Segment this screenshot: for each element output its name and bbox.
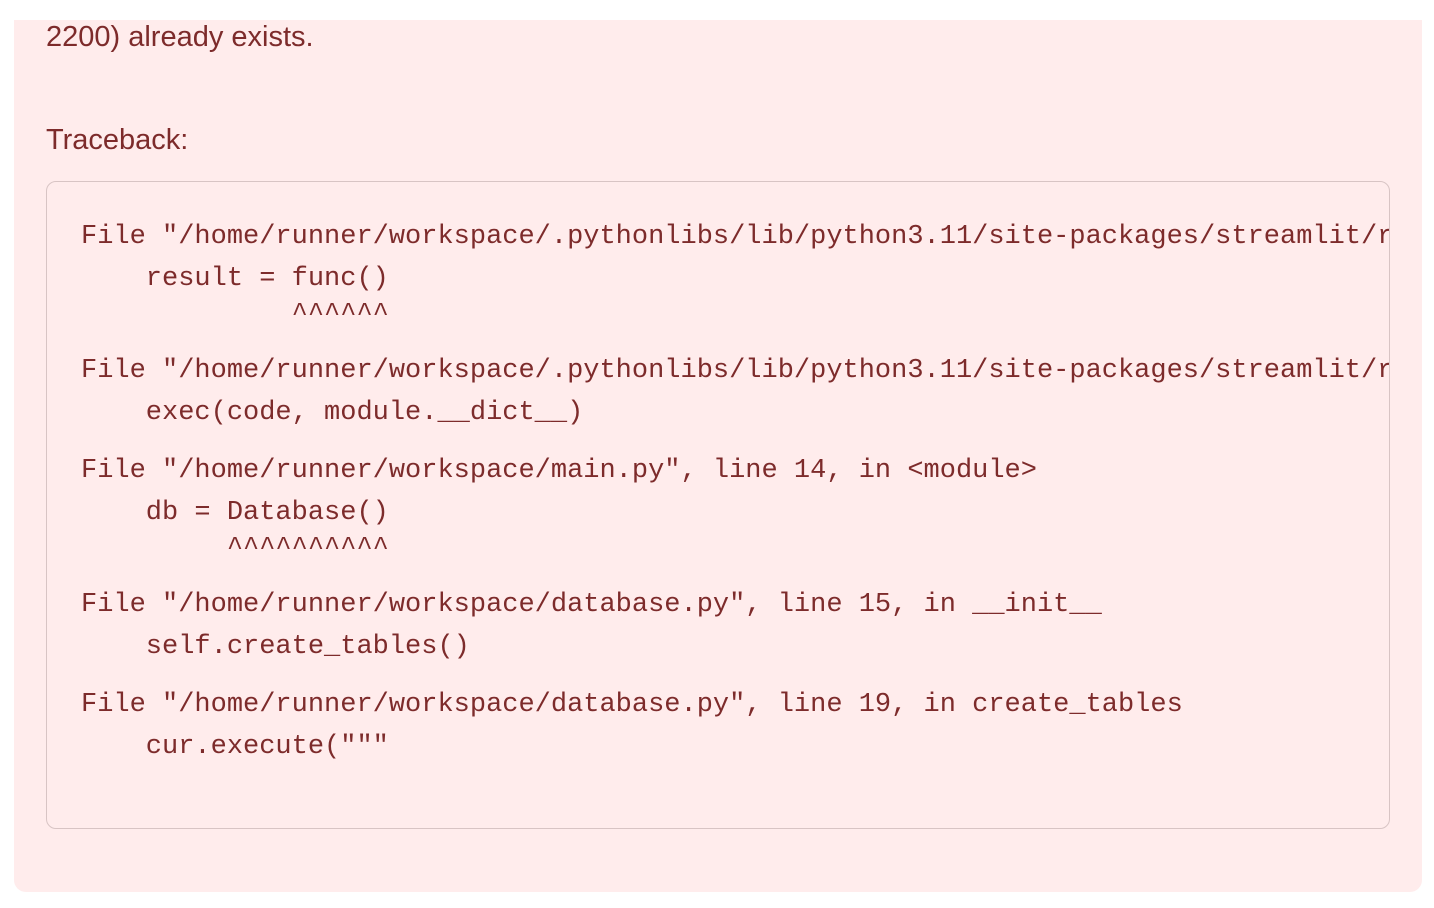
frame-code-line: result = func() xyxy=(81,264,389,294)
frame-code-line: cur.execute(""" xyxy=(81,732,389,762)
exception-panel: 2200) already exists. Traceback: File "/… xyxy=(14,20,1422,892)
frame-caret-line: ^^^^^^^^^^ xyxy=(81,534,389,564)
traceback-code-block[interactable]: File "/home/runner/workspace/.pythonlibs… xyxy=(46,181,1390,829)
frame-file-line: File "/home/runner/workspace/database.py… xyxy=(81,690,1183,720)
traceback-frame: File "/home/runner/workspace/database.py… xyxy=(81,584,1389,668)
traceback-frame: File "/home/runner/workspace/database.py… xyxy=(81,684,1389,768)
frame-file-line: File "/home/runner/workspace/main.py", l… xyxy=(81,456,1037,486)
frame-code-line: exec(code, module.__dict__) xyxy=(81,398,584,428)
frame-caret-line: ^^^^^^ xyxy=(81,300,389,330)
frame-file-line: File "/home/runner/workspace/.pythonlibs… xyxy=(81,222,1389,252)
traceback-frame: File "/home/runner/workspace/.pythonlibs… xyxy=(81,350,1389,434)
traceback-frame: File "/home/runner/workspace/main.py", l… xyxy=(81,450,1389,568)
error-message: 2200) already exists. xyxy=(46,21,314,53)
frame-file-line: File "/home/runner/workspace/database.py… xyxy=(81,590,1102,620)
traceback-label: Traceback: xyxy=(46,124,189,156)
frame-code-line: db = Database() xyxy=(81,498,389,528)
traceback-frame: File "/home/runner/workspace/.pythonlibs… xyxy=(81,216,1389,334)
frame-code-line: self.create_tables() xyxy=(81,632,470,662)
frame-file-line: File "/home/runner/workspace/.pythonlibs… xyxy=(81,356,1389,386)
